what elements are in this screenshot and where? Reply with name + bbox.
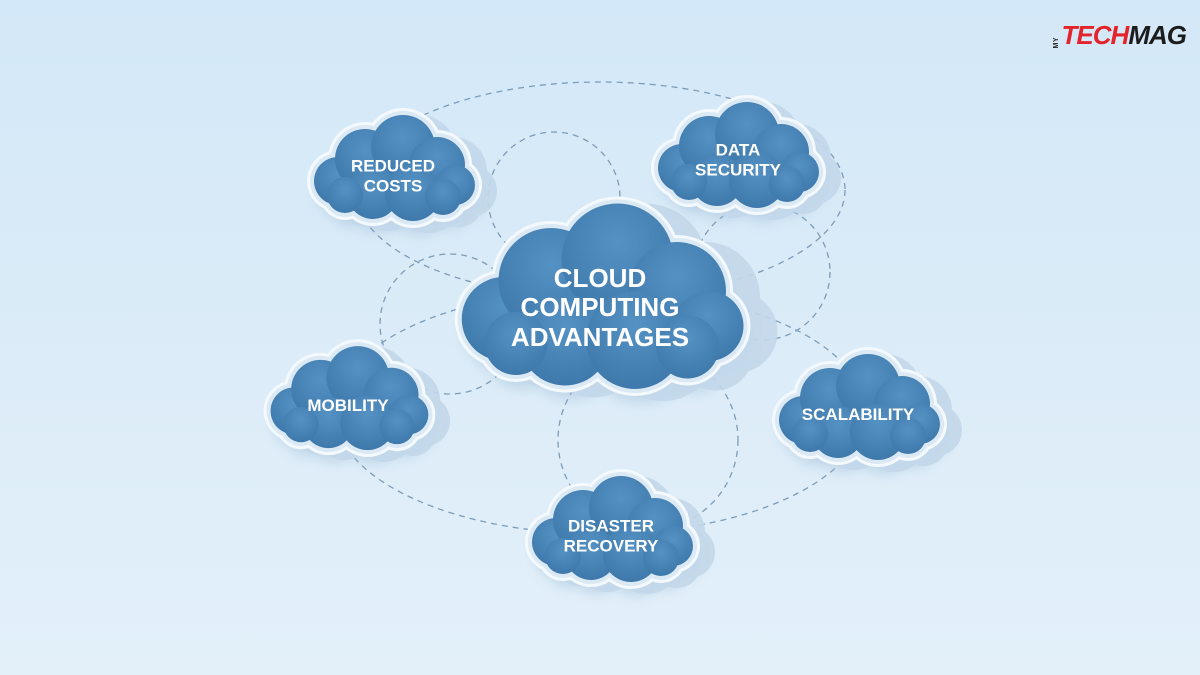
reduced-costs-line-1: REDUCED — [350, 156, 436, 176]
reduced-costs-label: REDUCED COSTS — [351, 157, 435, 198]
reduced-costs-line-2: COSTS — [363, 177, 423, 196]
data-security-label: DATA SECURITY — [695, 141, 781, 182]
cloud-mobility — [263, 339, 451, 465]
logo-mag-text: MAG — [1128, 20, 1187, 50]
logo-tech-text: TECH — [1061, 20, 1130, 50]
center-label: CLOUD COMPUTING ADVANTAGES — [510, 262, 690, 352]
mobility-label: MOBILITY — [307, 396, 388, 416]
disaster-recovery-line-1: DISASTER — [568, 516, 654, 536]
disaster-recovery-label: DISASTER RECOVERY — [564, 517, 659, 558]
mobility-line-1: MOBILITY — [307, 395, 389, 415]
clouds-layer — [263, 95, 962, 596]
cloud-center — [454, 196, 778, 403]
data-security-line-1: DATA — [715, 140, 761, 160]
cloud-data-security — [651, 95, 841, 222]
cloud-disaster-recovery — [525, 469, 715, 596]
cloud-scalability — [772, 347, 962, 474]
center-label-line-2: COMPUTING — [520, 292, 680, 323]
center-label-line-1: CLOUD — [553, 262, 647, 293]
scalability-line-1: SCALABILITY — [801, 404, 915, 424]
data-security-line-2: SECURITY — [695, 161, 781, 180]
center-label-line-3: ADVANTAGES — [510, 321, 690, 352]
disaster-recovery-line-2: RECOVERY — [563, 537, 659, 556]
mytechmag-logo: MY TECH MAG — [1052, 20, 1187, 50]
logo-prefix: MY — [1052, 36, 1060, 49]
scalability-label: SCALABILITY — [802, 405, 914, 425]
cloud-reduced-costs — [307, 108, 497, 235]
